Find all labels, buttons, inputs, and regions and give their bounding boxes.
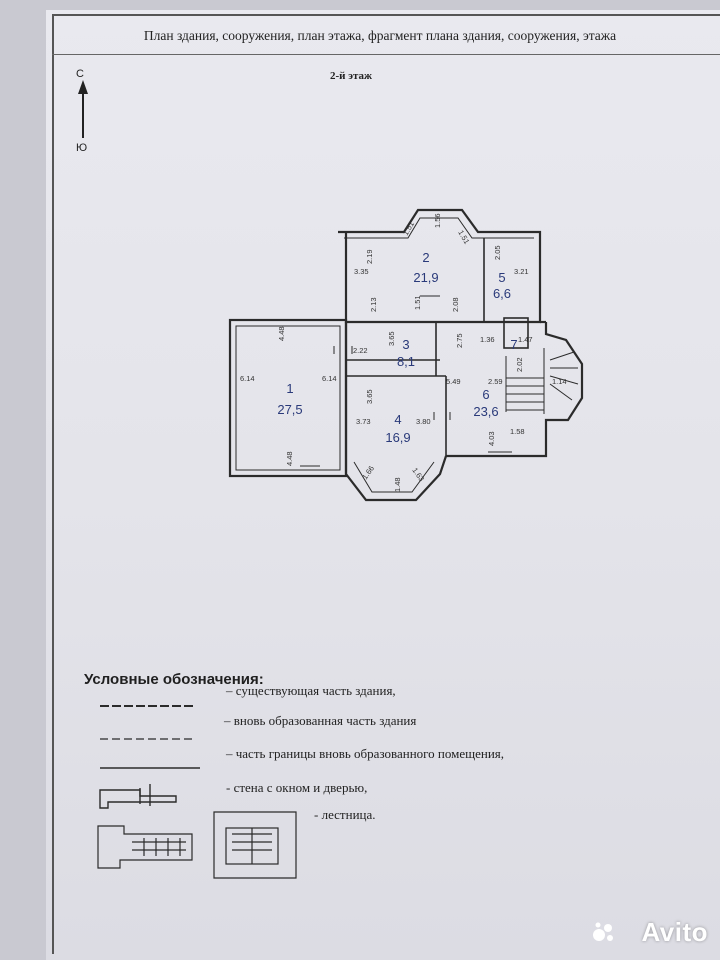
header-divider <box>52 54 720 55</box>
legend-item-new-part: – вновь образованная часть здания <box>224 713 417 728</box>
room-5-number: 5 <box>498 270 505 285</box>
dim-403: 4.03 <box>487 431 496 446</box>
legend-title: Условные обозначения: <box>84 671 264 688</box>
avito-logo-icon <box>593 922 613 941</box>
dim-166: 1.66 <box>360 464 376 481</box>
dim-205: 2.05 <box>493 245 502 260</box>
legend-item-existing: – существующая часть здания, <box>226 683 396 698</box>
document-header-title: План здания, сооружения, план этажа, фра… <box>143 28 617 43</box>
room-2-number: 2 <box>422 250 429 265</box>
dim-147: 1.47 <box>518 335 533 344</box>
room-3-number: 3 <box>402 337 409 352</box>
floor-label: 2-й этаж <box>330 70 373 82</box>
legend-symbol-stair-1 <box>97 825 193 869</box>
dim-stair-202: 2.02 <box>515 357 524 372</box>
north-arrow-icon <box>78 80 88 138</box>
dim-213: 2.13 <box>369 297 378 312</box>
dim-219: 2.19 <box>365 249 374 264</box>
dim-163: 1.63 <box>410 466 426 483</box>
dim-380: 3.80 <box>416 417 431 426</box>
room-6-number: 6 <box>482 387 489 402</box>
room-1-number: 1 <box>286 381 293 396</box>
dim-151c: 1.51 <box>413 295 422 310</box>
dim-448-bottom: 4.48 <box>285 451 294 466</box>
dim-151b: 1.51 <box>456 229 471 246</box>
legend-item-wall-window-door: - стена с окном и дверью, <box>226 780 368 795</box>
dim-259: 2.59 <box>488 377 503 386</box>
frame-left-border <box>52 14 54 954</box>
dim-275: 2.75 <box>455 333 464 348</box>
upper-block-outline <box>338 208 542 324</box>
watermark-avito: Avito <box>641 917 708 947</box>
dim-549: 5.49 <box>446 377 461 386</box>
dim-208: 2.08 <box>451 297 460 312</box>
dim-136: 1.36 <box>480 335 495 344</box>
room-2-area: 21,9 <box>413 270 438 285</box>
dim-158: 1.58 <box>510 427 525 436</box>
room-5-area: 6,6 <box>493 286 511 301</box>
room-4-bay <box>344 455 448 502</box>
room-7-outline <box>503 317 529 349</box>
room-4-area: 16,9 <box>385 430 410 445</box>
dim-365a: 3.65 <box>387 331 396 346</box>
legend-item-boundary: – часть границы вновь образованного поме… <box>226 746 505 761</box>
dim-321: 3.21 <box>514 267 529 276</box>
room-7-number: 7 <box>510 337 517 352</box>
dim-365b: 3.65 <box>365 389 374 404</box>
frame-top-border <box>52 14 720 16</box>
compass-south-label: Ю <box>76 142 88 154</box>
dim-148: 1.48 <box>393 477 402 492</box>
stair-icon <box>505 348 579 414</box>
room-6-area: 23,6 <box>473 404 498 419</box>
dim-222: 2.22 <box>353 346 368 355</box>
legend-symbol-stair-2 <box>213 811 297 879</box>
room-1-inner <box>235 325 341 471</box>
dim-614-right: 6.14 <box>322 374 337 383</box>
dim-stair-114: 1.14 <box>552 377 567 386</box>
room-1-area: 27,5 <box>277 402 302 417</box>
legend-symbol-wall-window-door <box>99 784 177 809</box>
legend-item-stair: - лестница. <box>314 807 376 822</box>
room-6-outline <box>446 322 584 458</box>
room-4-number: 4 <box>394 412 401 427</box>
dim-614-left: 6.14 <box>240 374 255 383</box>
room-3-area: 8,1 <box>397 354 415 369</box>
dim-448-top: 4.48 <box>277 326 286 341</box>
compass-north-label: С <box>76 68 84 80</box>
dim-373: 3.73 <box>356 417 371 426</box>
dim-335: 3.35 <box>354 267 369 276</box>
dim-156: 1.56 <box>433 213 442 228</box>
